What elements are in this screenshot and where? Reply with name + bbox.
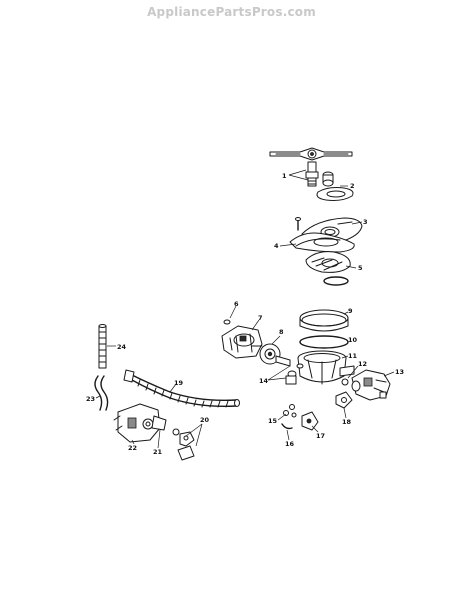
callout-22: 22 [128, 444, 137, 452]
pump-impeller-housing [259, 343, 291, 367]
callout-16: 16 [285, 440, 295, 448]
small-clip [223, 319, 231, 325]
fine-filter-screen [305, 251, 351, 273]
inlet-water-valve [113, 403, 167, 443]
drain-hose [123, 369, 240, 408]
callout-13: 13 [395, 368, 404, 376]
hose-clamp-small [281, 423, 293, 430]
filter-gasket [289, 232, 355, 253]
check-valve-parts [285, 363, 304, 385]
callout-8: 8 [279, 328, 284, 336]
callout-6: 6 [234, 300, 239, 308]
sump-seal-ring [299, 335, 349, 349]
diverter-valve [351, 369, 391, 401]
callout-18: 18 [342, 418, 352, 426]
spray-arm-nut [322, 171, 334, 187]
screw [295, 217, 301, 231]
callout-20: 20 [200, 416, 210, 424]
callout-7: 7 [258, 314, 263, 322]
callout-17: 17 [316, 432, 325, 440]
callout-10: 10 [348, 336, 358, 344]
callout-1: 1 [282, 172, 287, 180]
callout-19: 19 [174, 379, 184, 387]
sump-gasket [299, 309, 349, 332]
fill-hose-short [94, 375, 109, 411]
elbow-fitting [301, 411, 319, 431]
callout-14: 14 [259, 377, 269, 385]
fitting-balls [283, 404, 297, 418]
callout-23: 23 [86, 395, 95, 403]
spray-arm [269, 147, 353, 161]
callout-3: 3 [363, 218, 368, 226]
inlet-fittings [172, 428, 195, 461]
callout-2: 2 [350, 182, 355, 190]
callout-11: 11 [348, 352, 358, 360]
valve-bracket [335, 391, 353, 409]
site-watermark: AppliancePartsPros.com [147, 5, 316, 19]
callout-9: 9 [348, 307, 353, 315]
callout-24: 24 [117, 343, 127, 351]
valve-gasket [341, 378, 349, 386]
callout-5: 5 [358, 264, 363, 272]
callout-4: 4 [274, 242, 279, 250]
callout-12: 12 [358, 360, 367, 368]
spray-arm-seal [316, 187, 354, 201]
spray-arm-hub [305, 161, 319, 187]
sump-housing [297, 350, 355, 385]
filter-ring [323, 276, 349, 286]
drain-pump-motor [221, 325, 263, 359]
callout-15: 15 [268, 417, 278, 425]
vent-tube [98, 324, 107, 369]
callout-21: 21 [153, 448, 163, 456]
